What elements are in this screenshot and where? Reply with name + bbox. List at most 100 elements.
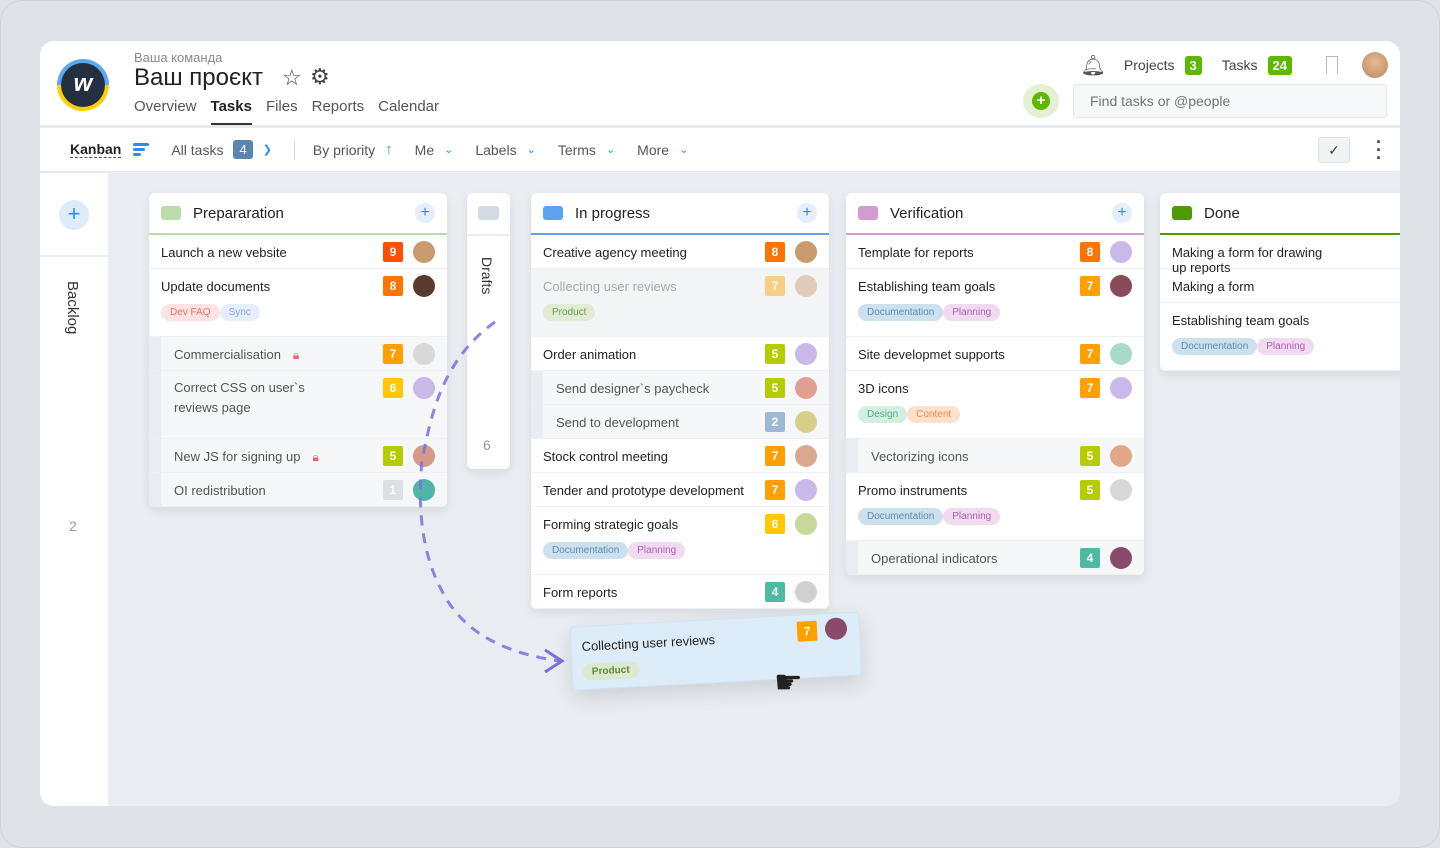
- add-task-button[interactable]: +: [1112, 203, 1132, 223]
- filter-me[interactable]: Me⌄: [415, 142, 454, 158]
- assignee-avatar[interactable]: [795, 479, 817, 501]
- assignee-avatar[interactable]: [795, 445, 817, 467]
- assignee-avatar[interactable]: [1110, 343, 1132, 365]
- priority-badge: 7: [383, 344, 403, 364]
- assignee-avatar[interactable]: [413, 377, 435, 399]
- task-title: Forming strategic goals: [543, 517, 679, 532]
- tab-calendar[interactable]: Calendar: [378, 98, 440, 115]
- tab-overview[interactable]: Overview: [134, 98, 197, 115]
- sort-by-priority[interactable]: By priority↑: [313, 141, 393, 158]
- assignee-avatar[interactable]: [795, 343, 817, 365]
- task-tag[interactable]: Content: [907, 406, 961, 423]
- assignee-avatar[interactable]: [795, 581, 817, 603]
- user-avatar[interactable]: [1362, 52, 1388, 78]
- assignee-avatar[interactable]: [795, 513, 817, 535]
- tasks-link[interactable]: Tasks: [1221, 57, 1258, 73]
- logo[interactable]: w: [57, 59, 109, 111]
- bell-icon[interactable]: 🔔︎: [1080, 54, 1106, 77]
- filter-label: Terms: [557, 141, 596, 158]
- add-button[interactable]: +: [1023, 84, 1059, 118]
- assignee-avatar[interactable]: [1110, 275, 1132, 297]
- assignee-avatar[interactable]: [795, 377, 817, 399]
- backlog-panel[interactable]: + Backlog 2: [40, 173, 108, 806]
- task-tag[interactable]: Documentation: [543, 542, 629, 559]
- task-row[interactable]: Making a form: [1160, 269, 1400, 303]
- task-tag[interactable]: Planning: [943, 304, 1001, 321]
- filter-labels[interactable]: Labels⌄: [475, 142, 535, 158]
- column-header: Prepararation+: [149, 193, 447, 235]
- assignee-avatar[interactable]: [413, 275, 435, 297]
- task-tag[interactable]: Planning: [1257, 338, 1315, 355]
- bookmark-icon[interactable]: [1326, 56, 1338, 74]
- check-button[interactable]: ✓: [1318, 137, 1350, 163]
- task-tag[interactable]: Documentation: [1172, 338, 1258, 355]
- filter-label: All tasks: [171, 141, 224, 158]
- add-backlog-button[interactable]: +: [59, 200, 89, 230]
- search-input[interactable]: [1073, 84, 1387, 118]
- assignee-avatar[interactable]: [413, 241, 435, 263]
- task-tag[interactable]: Design: [858, 406, 908, 423]
- assignee-avatar[interactable]: [795, 411, 817, 433]
- task-title: Stock control meeting: [543, 449, 669, 464]
- gear-icon[interactable]: ⚙: [310, 64, 330, 89]
- task-row[interactable]: Making a form for drawing up reports: [1160, 235, 1400, 275]
- tab-tasks[interactable]: Tasks: [210, 98, 252, 125]
- add-task-button[interactable]: +: [415, 203, 435, 223]
- assignee-avatar[interactable]: [1110, 445, 1132, 467]
- task-tag[interactable]: Documentation: [858, 304, 944, 321]
- task-tag[interactable]: Planning: [943, 508, 1001, 525]
- task-row[interactable]: New JS for signing up🔒︎5: [149, 439, 447, 473]
- filter-more[interactable]: More⌄: [637, 142, 688, 158]
- view-switcher[interactable]: Kanban: [70, 141, 122, 158]
- assignee-avatar[interactable]: [795, 241, 817, 263]
- task-tag[interactable]: Product: [543, 304, 596, 321]
- team-name[interactable]: Ваша команда: [134, 50, 223, 65]
- assignee-avatar[interactable]: [1110, 377, 1132, 399]
- task-tag[interactable]: Planning: [628, 542, 686, 559]
- more-vert-icon[interactable]: ···: [1376, 132, 1382, 168]
- assignee-avatar[interactable]: [795, 275, 817, 297]
- assignee-avatar[interactable]: [413, 343, 435, 365]
- add-task-button[interactable]: +: [797, 203, 817, 223]
- task-title: 3D icons: [858, 381, 909, 396]
- kanban-icon[interactable]: [133, 143, 150, 156]
- tab-reports[interactable]: Reports: [311, 98, 365, 115]
- task-tag[interactable]: Sync: [219, 304, 260, 321]
- projects-link[interactable]: Projects: [1123, 57, 1175, 73]
- tab-files[interactable]: Files: [265, 98, 298, 115]
- filter-terms[interactable]: Terms⌄: [558, 142, 615, 158]
- assignee-avatar[interactable]: [1110, 479, 1132, 501]
- assignee-avatar[interactable]: [1110, 241, 1132, 263]
- assignee-avatar[interactable]: [413, 479, 435, 501]
- drafts-column[interactable]: Drafts 6: [467, 193, 510, 469]
- task-row[interactable]: Commercialisation🔒︎7: [149, 337, 447, 371]
- assignee-avatar[interactable]: [413, 445, 435, 467]
- assignee-avatar[interactable]: [1110, 547, 1132, 569]
- star-icon[interactable]: ☆: [282, 65, 302, 90]
- task-tag[interactable]: Documentation: [858, 508, 944, 525]
- task-tag[interactable]: Dev FAQ: [161, 304, 220, 321]
